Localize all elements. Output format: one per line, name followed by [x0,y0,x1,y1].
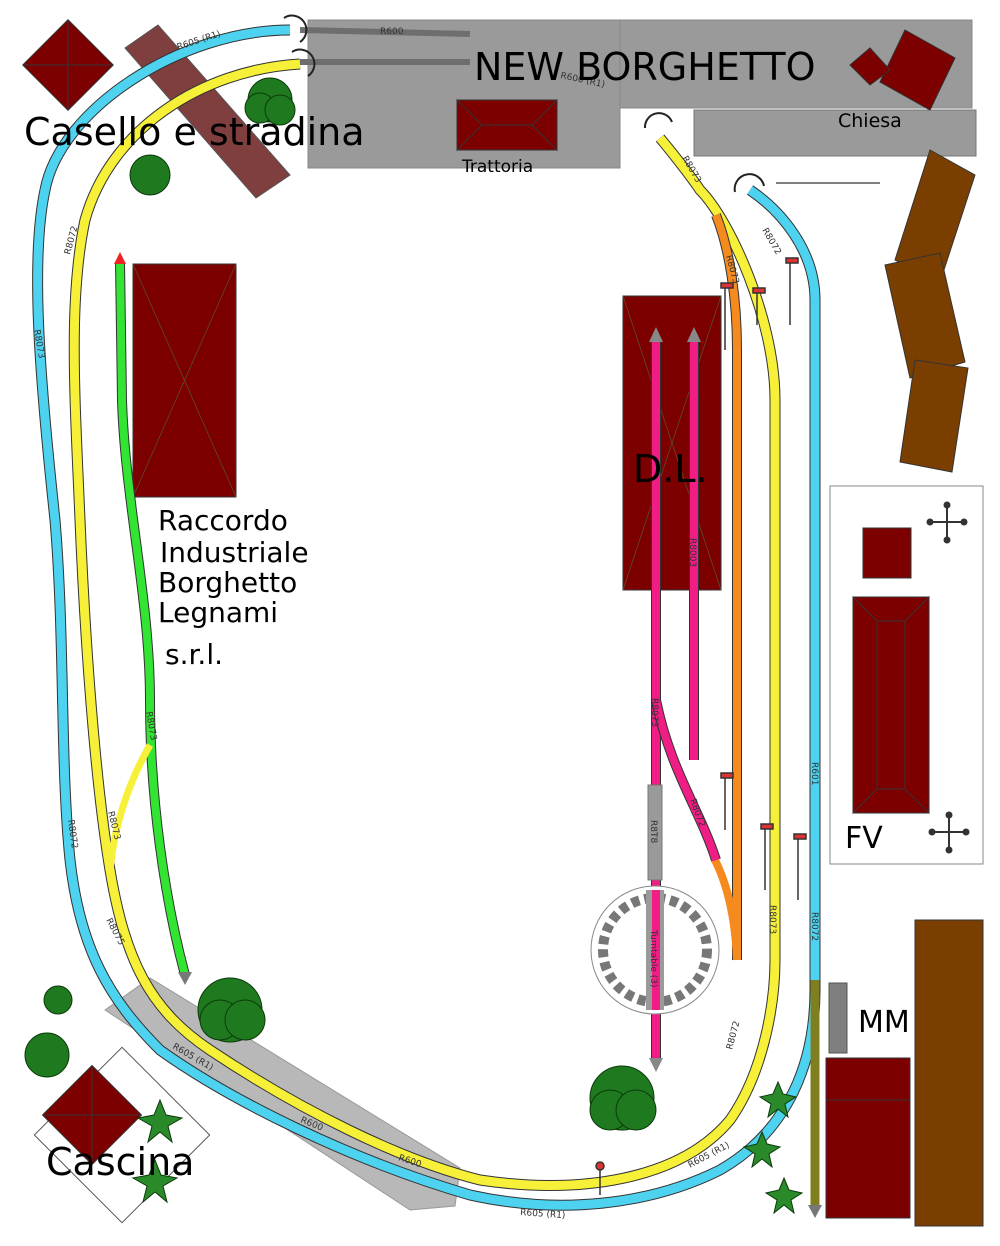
turntable-bridge [647,784,663,881]
code-bottom: R605 (R1) [520,1208,566,1221]
code-green: R8073 [143,711,158,741]
lamp-icon-2 [928,811,970,854]
code-w2: R8072 [65,819,79,849]
depot-diverge-fill [652,699,720,862]
depot-label: D.L. [633,447,708,491]
trattoria-label: Trattoria [461,157,533,177]
goods-brown-block [914,919,984,1227]
siding-label-1: Raccordo [158,504,288,537]
church-ground [693,109,977,157]
siding-label-4: Legnami [158,596,278,629]
code-e2: R8073 [767,905,777,934]
signal-icons [595,257,807,1195]
buffer-stops [283,14,765,193]
outer-loop-fill [33,25,820,1210]
layout-title: NEW BORGHETTO [474,45,816,89]
code-e1: R601 [809,762,819,785]
church-building [849,29,956,111]
code-e3: R8072 [809,912,819,941]
code-bridge: R8T8 [648,820,658,843]
industrial-warehouse [132,263,237,498]
brown-houses [884,149,976,473]
olive-end [808,1205,822,1218]
siding-label-3: Borghetto [158,566,297,599]
casello-label: Casello e stradina [24,110,365,154]
church-label: Chiesa [838,110,902,132]
stradina-road [124,24,291,199]
depot-end-2 [687,327,701,342]
goods-shed [825,1057,911,1219]
code-pink1: R8003 [687,538,697,567]
siding-turnout [106,743,154,871]
siding-end-arrow [178,972,192,985]
turntable [590,885,720,1015]
casello-house [22,19,114,111]
depot-end-1 [649,327,663,342]
inner-loop-fill [69,59,780,1190]
code-pink2: R8073 [649,698,659,727]
goods-platform [828,982,848,1054]
industrial-siding-fill [116,261,189,977]
code-se2: R8072 [725,1020,742,1051]
trattoria-building [456,98,558,152]
farm-label: Cascina [46,1140,194,1184]
orange-connector [711,858,741,961]
siding-label-2: Industriale [160,536,309,569]
goods-label: MM [858,1005,910,1040]
code-pink3: R8072 [687,798,706,829]
depot-end-3 [649,1058,663,1072]
top-siding-1 [299,27,471,37]
code-w1: R8073 [31,329,46,359]
station-label: FV [845,821,883,856]
tree-icons [24,77,657,1131]
cascina-house [41,1064,143,1166]
bush-icons [131,1080,804,1215]
siding-end-marker [114,252,126,264]
station-annex [862,527,912,579]
code-turntable: Turntable (3) [648,929,658,988]
siding-label-5: s.r.l. [165,638,223,671]
code-top1: R600 [380,27,404,37]
code-ne2: R8072 [759,227,782,257]
depot-building [622,295,722,591]
station-building [851,596,931,814]
lamp-icon-1 [926,501,968,544]
